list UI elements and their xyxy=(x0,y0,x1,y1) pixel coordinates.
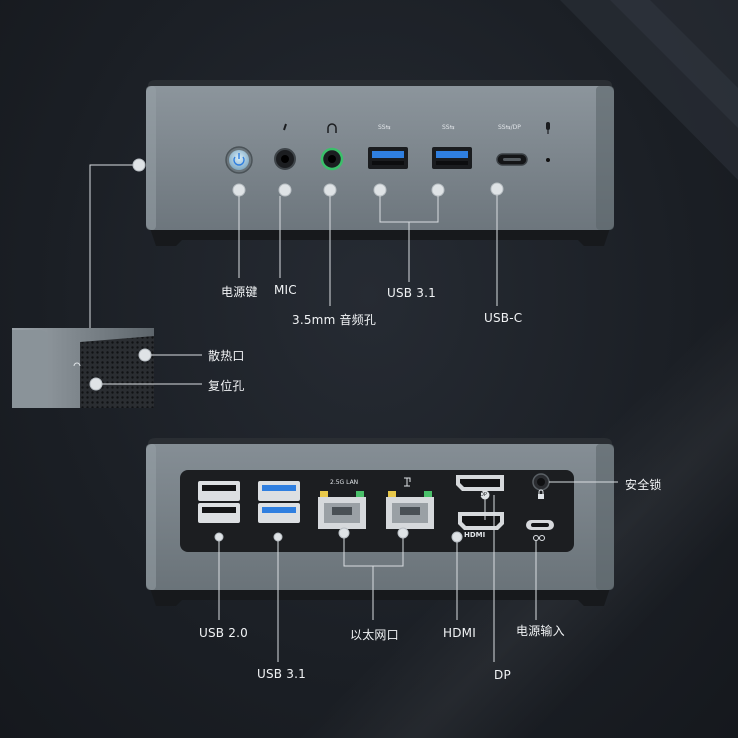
background-streak xyxy=(560,0,738,180)
vent-callout-dot xyxy=(138,348,152,362)
front-usb-a1-ss-icon: SS⇆ xyxy=(378,124,391,131)
rear-mini-pc xyxy=(146,438,614,606)
background-streak-highlight xyxy=(610,0,738,128)
label-dp: DP xyxy=(494,668,511,682)
front-right-edge xyxy=(596,86,614,230)
label-usb20: USB 2.0 xyxy=(199,626,248,640)
front-usbc-ss-dp-icon: SS⇆/DP xyxy=(498,124,521,131)
front-mini-pc xyxy=(146,80,614,246)
front-usb-c-port xyxy=(496,153,528,166)
front-leader-lines xyxy=(238,195,498,306)
label-power-input: 电源输入 xyxy=(516,624,565,638)
side-origin-dot xyxy=(132,158,146,172)
front-usb-a-port-2 xyxy=(432,147,472,169)
dp-logo: DP xyxy=(480,492,487,498)
label-usbc: USB-C xyxy=(484,311,523,325)
label-vent: 散热口 xyxy=(208,349,245,363)
inset-leader-line xyxy=(89,164,139,330)
side-inset xyxy=(12,158,202,408)
label-rear-usb31: USB 3.1 xyxy=(257,667,306,681)
security-lock-slot xyxy=(532,473,550,499)
label-hdmi: HDMI xyxy=(443,626,476,640)
rear-usb31-stack xyxy=(258,481,300,523)
front-usb-a2-ss-icon: SS⇆ xyxy=(442,124,455,131)
rear-ethernet-port-2 xyxy=(386,491,434,529)
headphone-jack xyxy=(320,123,344,171)
microphone-icon xyxy=(546,122,550,130)
rear-callout-dots xyxy=(214,527,463,543)
mic-hole xyxy=(546,158,550,162)
rear-bottom xyxy=(150,588,610,606)
mic-jack xyxy=(274,123,296,170)
label-mic: MIC xyxy=(274,283,297,297)
mic-symbol-icon xyxy=(283,123,287,131)
lan-2-5g-label: 2.5G LAN xyxy=(330,479,359,486)
rear-power-input xyxy=(526,520,554,541)
inset-chassis-edge xyxy=(12,330,48,408)
dp-callout-dot xyxy=(480,490,490,500)
rear-ethernet-port-1 xyxy=(318,491,366,529)
label-power-key: 电源键 xyxy=(221,285,258,299)
rear-hdmi-port xyxy=(458,512,504,530)
label-reset: 复位孔 xyxy=(208,379,245,393)
label-audio-jack: 3.5mm 音频孔 xyxy=(292,313,377,327)
vent-mesh xyxy=(80,336,154,408)
label-ethernet: 以太网口 xyxy=(350,628,399,642)
reset-callout-dot xyxy=(89,377,103,391)
power-icon xyxy=(233,156,245,166)
front-left-edge xyxy=(146,86,156,230)
label-security-lock: 安全锁 xyxy=(625,478,662,492)
hdmi-logo: HDMI xyxy=(464,531,486,539)
lock-icon xyxy=(538,494,544,499)
network-icon xyxy=(404,477,411,487)
reset-symbol-icon xyxy=(73,362,81,367)
rear-usb20-stack xyxy=(198,481,240,523)
rear-leader-lines xyxy=(218,481,618,662)
headphone-icon xyxy=(327,123,337,133)
power-button xyxy=(225,146,253,174)
rear-dp-port xyxy=(456,475,504,500)
front-usb-a-port-1 xyxy=(368,147,408,169)
label-front-usb31: USB 3.1 xyxy=(387,286,436,300)
front-bottom xyxy=(150,228,610,246)
